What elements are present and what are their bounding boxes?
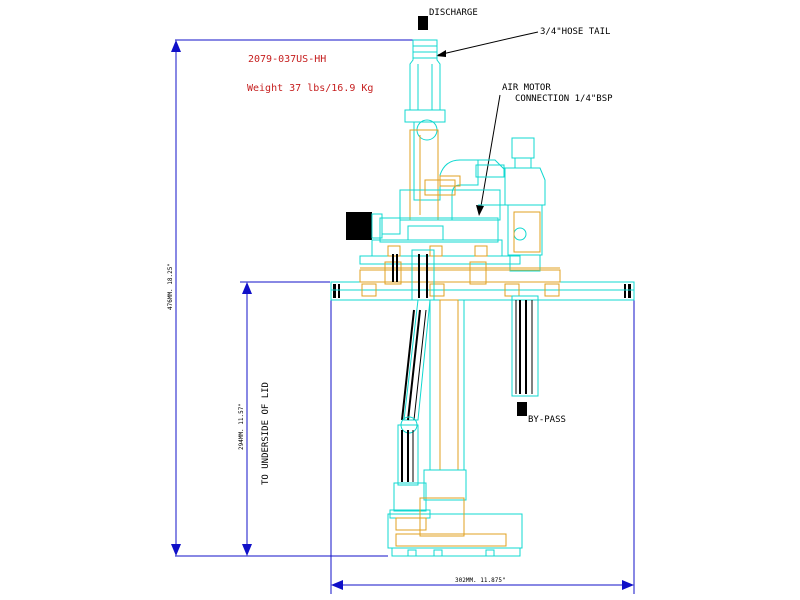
side-valve-assembly [504, 137, 546, 272]
pump-column [423, 299, 467, 501]
discharge-hose-tail [409, 39, 441, 111]
bypass-marker [517, 402, 527, 416]
foot-valve-base [387, 482, 523, 557]
handwheel-knob [346, 212, 401, 240]
below-lid-dimension [240, 281, 330, 556]
lid-width-dimension [330, 300, 635, 594]
air-motor-label-line2: CONNECTION 1/4"BSP [515, 94, 613, 104]
discharge-elbow [404, 109, 479, 221]
air-motor-block [399, 159, 506, 221]
below-lid-label: 294MM. 11.57" [238, 403, 245, 450]
lid-flange [330, 269, 635, 301]
air-motor-label-line1: AIR MOTOR [502, 83, 551, 93]
bypass-label: BY-PASS [528, 415, 566, 425]
overall-height-dimension [171, 39, 418, 557]
hose-tail-leader [436, 31, 539, 57]
weight-label: Weight 37 lbs/16.9 Kg [247, 83, 373, 94]
hose-tail-label: 3/4"HOSE TAIL [540, 27, 610, 37]
part-number-label: 2079-037US-HH [248, 54, 326, 65]
drive-shaft [392, 249, 435, 301]
air-motor-leader [476, 94, 501, 216]
bypass-tube [511, 295, 539, 397]
discharge-marker [418, 16, 428, 30]
below-lid-caption: TO UNDERSIDE OF LID [261, 382, 271, 485]
discharge-label: DISCHARGE [429, 8, 478, 18]
overall-height-label: 476MM. 18.25" [167, 263, 174, 310]
suction-tube [397, 299, 431, 486]
lid-width-label: 302MM. 11.875" [455, 577, 506, 584]
